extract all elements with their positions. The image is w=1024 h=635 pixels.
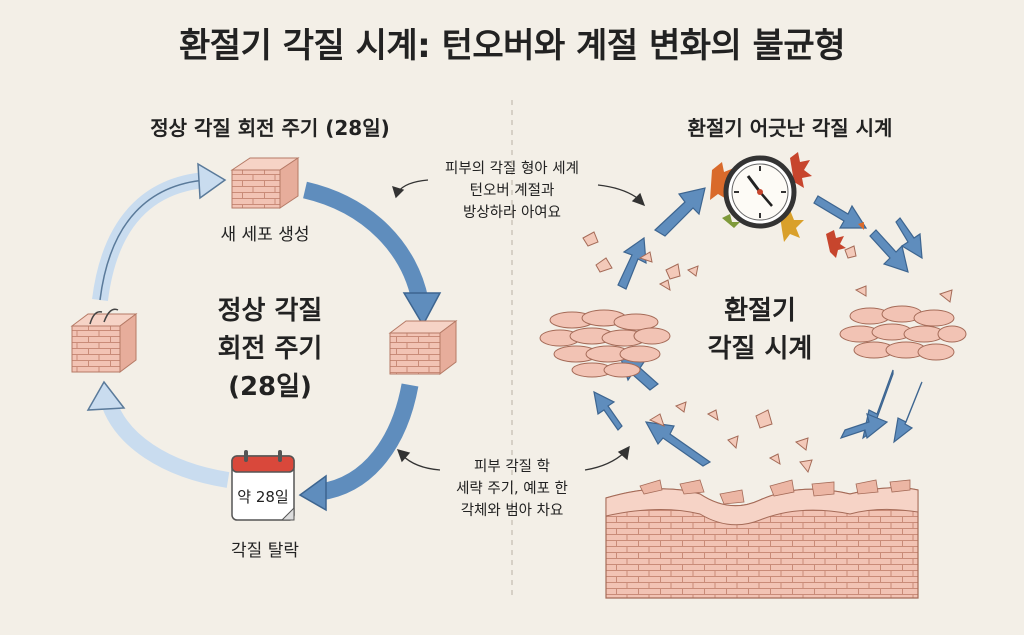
left-center-line-1: 정상 각질 [217,296,323,326]
cell-cluster-left [539,309,671,378]
cycle-arrow-top-left [92,162,227,302]
note-top-line-3: 방상하라 아여요 [463,205,561,221]
cycle-arrow-top-right [302,181,442,327]
note-top-line-1: 피부의 각질 형아 세계 [445,161,579,177]
page-title: 환절기 각질 시계: 턴오버와 계절 변화의 불균형 [179,26,845,66]
calendar-label: 약 28일 [237,488,289,506]
left-center-label: 정상 각질 회전 주기 (28일) [180,292,360,406]
calendar-icon [231,450,295,521]
note-bottom-line-3: 각체와 범아 차요 [460,503,564,519]
right-heading: 환절기 어긋난 각질 시계 [687,116,893,140]
broken-arrows [593,187,923,467]
note-bottom-line-2: 세략 주기, 예포 한 [456,481,568,497]
skin-cross-section [605,479,919,599]
left-heading: 정상 각질 회전 주기 (28일) [150,116,390,140]
note-bottom-line-1: 피부 각질 학 [474,459,550,475]
new-cells-caption: 새 세포 생성 [220,225,310,245]
skin-block-right [388,320,458,375]
note-bottom: 피부 각질 학 세략 주기, 예포 한 각체와 범아 차요 [430,456,594,522]
cell-cluster-right [839,305,967,361]
skin-block-top [230,157,300,209]
cycle-arrow-bottom-right [298,383,419,512]
right-center-line-2: 각질 시계 [707,334,813,364]
left-center-line-3: (28일) [228,372,312,402]
fallen-leaves [826,222,864,258]
note-top-line-2: 턴오버 계절과 [469,183,555,199]
clock-icon [710,152,812,242]
skin-flakes [582,231,953,474]
skin-block-left [70,308,138,373]
shedding-caption: 각질 탈락 [231,541,299,561]
cycle-arrow-bottom-left [86,380,230,488]
left-center-line-2: 회전 주기 [217,334,323,364]
note-arrows [392,179,646,471]
right-center-line-1: 환절기 [724,296,796,326]
right-center-label: 환절기 각질 시계 [680,292,840,368]
note-top: 피부의 각질 형아 세계 턴오버 계절과 방상하라 아여요 [420,158,604,224]
